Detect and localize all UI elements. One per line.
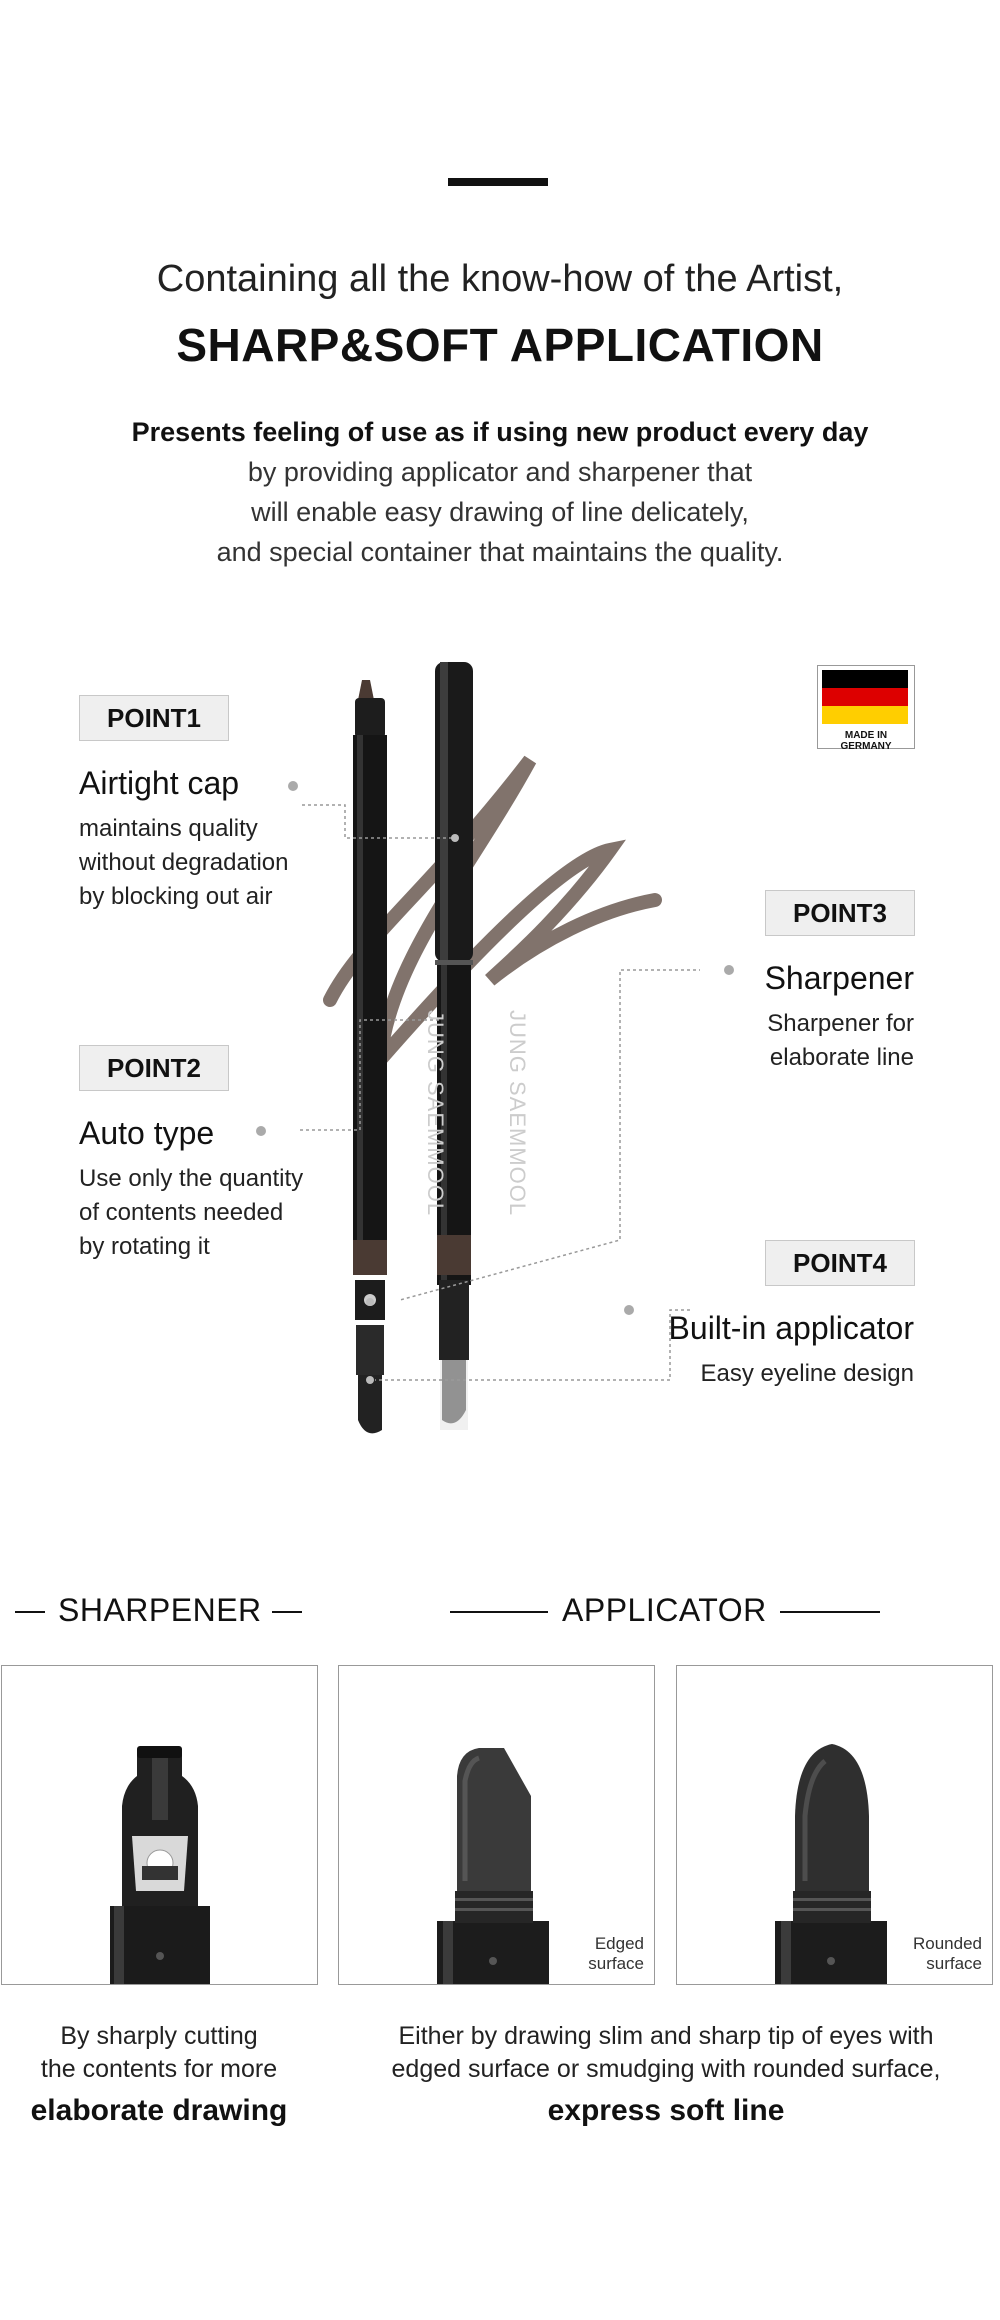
edged-surface-label-line: Edged: [594, 1934, 644, 1953]
rounded-surface-label-line: surface: [926, 1954, 982, 1973]
rounded-surface-label-line: Rounded: [912, 1934, 982, 1953]
top-divider-bar: [448, 178, 548, 186]
applicator-rounded-image-box: Rounded surface: [676, 1665, 993, 1985]
made-in-germany-caption: MADE IN GERMANY: [840, 730, 892, 752]
point3-desc: Sharpener for elaborate line: [640, 1007, 914, 1075]
point2-desc-line: Use only the quantity: [79, 1165, 304, 1192]
applicator-title: APPLICATOR: [562, 1592, 767, 1628]
point4-title: Built-in applicator: [668, 1310, 914, 1346]
sharpener-title: SHARPENER: [58, 1592, 262, 1628]
sharpener-closeup: [110, 1746, 210, 1984]
applicator-title-rule-right: [780, 1611, 880, 1613]
sharpener-title-rule-right: [272, 1611, 302, 1613]
point4-desc-line: Easy eyeline design: [700, 1360, 914, 1387]
brand-label-left: JUNG SAEMMOOL: [423, 1010, 448, 1217]
applicator-caption: Either by drawing slim and sharp tip of …: [340, 2020, 992, 2127]
sharpener-image-box: [1, 1665, 318, 1985]
point2-desc-line: of contents needed: [79, 1199, 284, 1226]
intro-line: and special container that maintains the…: [216, 537, 784, 567]
point1-title: Airtight cap: [79, 765, 240, 801]
edged-surface-label: Edged surface: [588, 1934, 644, 1974]
point3-badge: POINT3: [765, 890, 915, 936]
point1-desc-line: by blocking out air: [79, 883, 273, 910]
point1-desc-line: without degradation: [79, 849, 289, 876]
applicator-edged-image-box: Edged surface: [338, 1665, 655, 1985]
callout-dot: [256, 1126, 266, 1136]
flag-stripe-black: [822, 670, 908, 688]
flag-stripe-red: [822, 688, 908, 706]
sharpener-caption-bold: elaborate drawing: [30, 2094, 288, 2127]
point3-desc-line: Sharpener for: [767, 1010, 914, 1037]
point3-title: Sharpener: [764, 960, 914, 996]
intro-line: by providing applicator and sharpener th…: [247, 457, 753, 487]
intro-line: will enable easy drawing of line delicat…: [251, 497, 749, 527]
point2-title: Auto type: [79, 1115, 215, 1151]
edged-surface-label-line: surface: [588, 1954, 644, 1973]
sharpener-caption-line: the contents for more: [40, 2055, 278, 2083]
point1-desc-line: maintains quality: [79, 815, 258, 842]
headline-line1: Containing all the know-how of the Artis…: [156, 258, 844, 300]
applicator-caption-line: edged surface or smudging with rounded s…: [391, 2055, 941, 2083]
pencil-left: [435, 662, 473, 1430]
applicator-title-rule-left: [450, 1611, 548, 1613]
point3-desc-line: elaborate line: [769, 1044, 914, 1071]
headline-line2: SHARP&SOFT APPLICATION: [164, 318, 837, 372]
callout-dot: [724, 965, 734, 975]
intro-bold-line: Presents feeling of use as if using new …: [131, 417, 869, 447]
point2-desc: Use only the quantity of contents needed…: [79, 1162, 303, 1264]
callout-dot: [624, 1305, 634, 1315]
point2-badge: POINT2: [79, 1045, 229, 1091]
callout-dot: [288, 781, 298, 791]
rounded-applicator-closeup: [775, 1744, 887, 1984]
sharpener-caption-line: By sharply cutting: [60, 2022, 258, 2050]
sharpener-caption: By sharply cutting the contents for more…: [0, 2020, 318, 2127]
brand-label-right: JUNG SAEMMOOL: [505, 1010, 530, 1217]
flag-stripe-gold: [822, 706, 908, 724]
product-illustration: [300, 662, 700, 1434]
point4-desc: Easy eyeline design: [600, 1357, 914, 1391]
applicator-caption-bold: express soft line: [547, 2094, 785, 2127]
sharpener-title-rule-left: [15, 1611, 45, 1613]
rounded-surface-label: Rounded surface: [913, 1934, 982, 1974]
point2-desc-line: by rotating it: [79, 1233, 210, 1260]
point1-badge: POINT1: [79, 695, 229, 741]
intro-text: Presents feeling of use as if using new …: [0, 412, 1000, 572]
pencil-right: [353, 680, 387, 1434]
made-in-germany-badge: MADE IN GERMANY: [817, 665, 915, 752]
point4-badge: POINT4: [765, 1240, 915, 1286]
point1-desc: maintains quality without degradation by…: [79, 812, 288, 914]
applicator-caption-line: Either by drawing slim and sharp tip of …: [398, 2022, 934, 2050]
callout-lines: [300, 804, 700, 1381]
edged-applicator-closeup: [437, 1748, 549, 1984]
headline-line2-wrap: SHARP&SOFT APPLICATION: [0, 318, 1000, 372]
